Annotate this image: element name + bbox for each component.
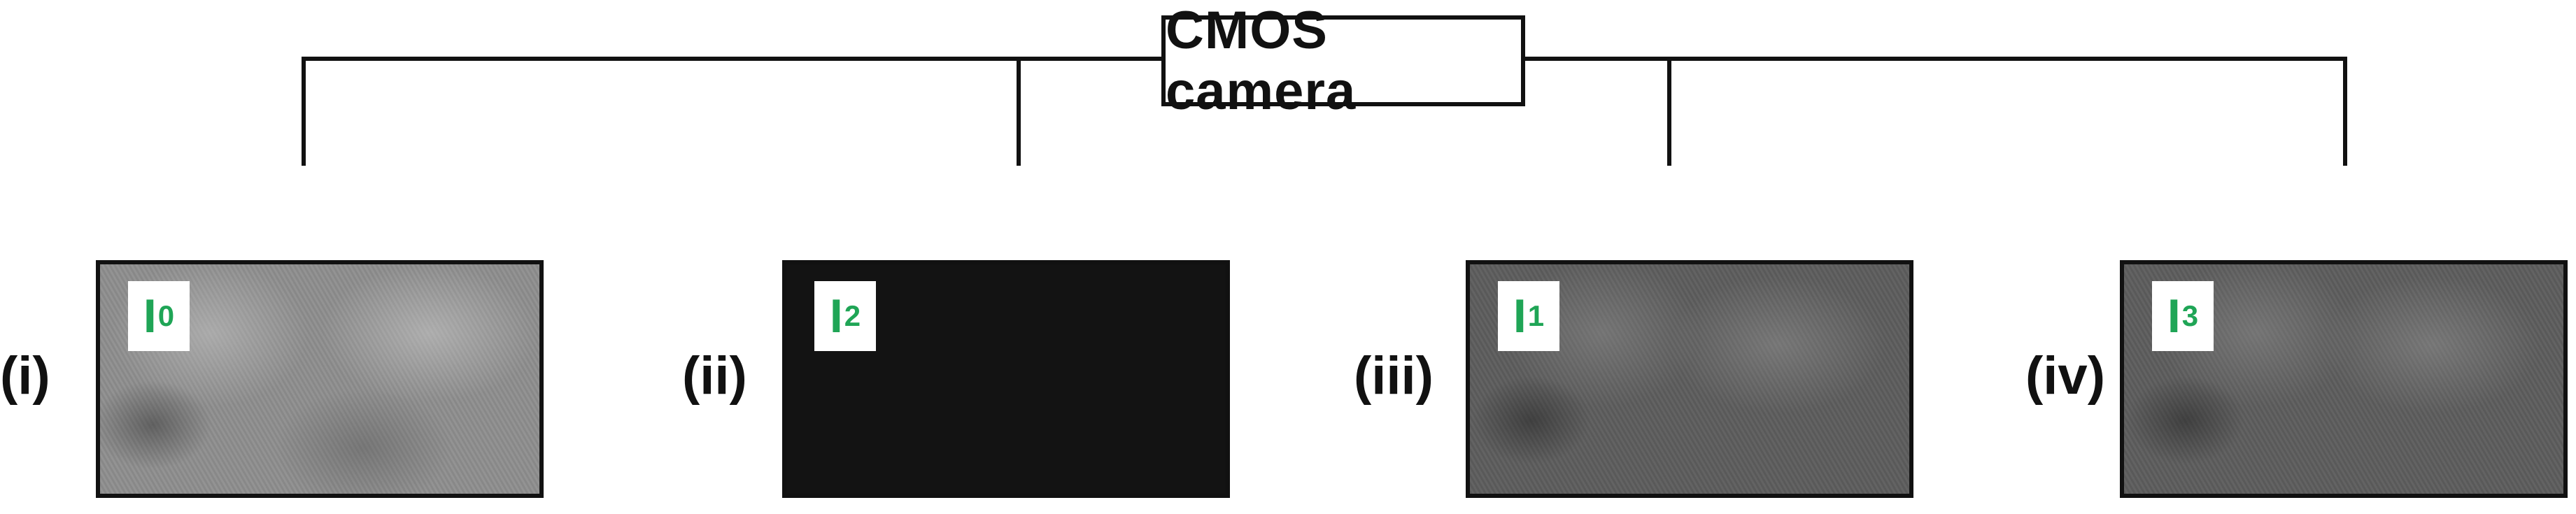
cmos-camera-label: CMOS camera [1166,1,1357,121]
panel-label-i: (i) [0,346,50,406]
panel-label-iii: (iii) [1354,346,1434,406]
cmos-camera-box: CMOS camera [1161,1,1525,121]
panel-label-iv: (iv) [2025,346,2105,406]
panel-label-ii: (ii) [682,346,747,406]
